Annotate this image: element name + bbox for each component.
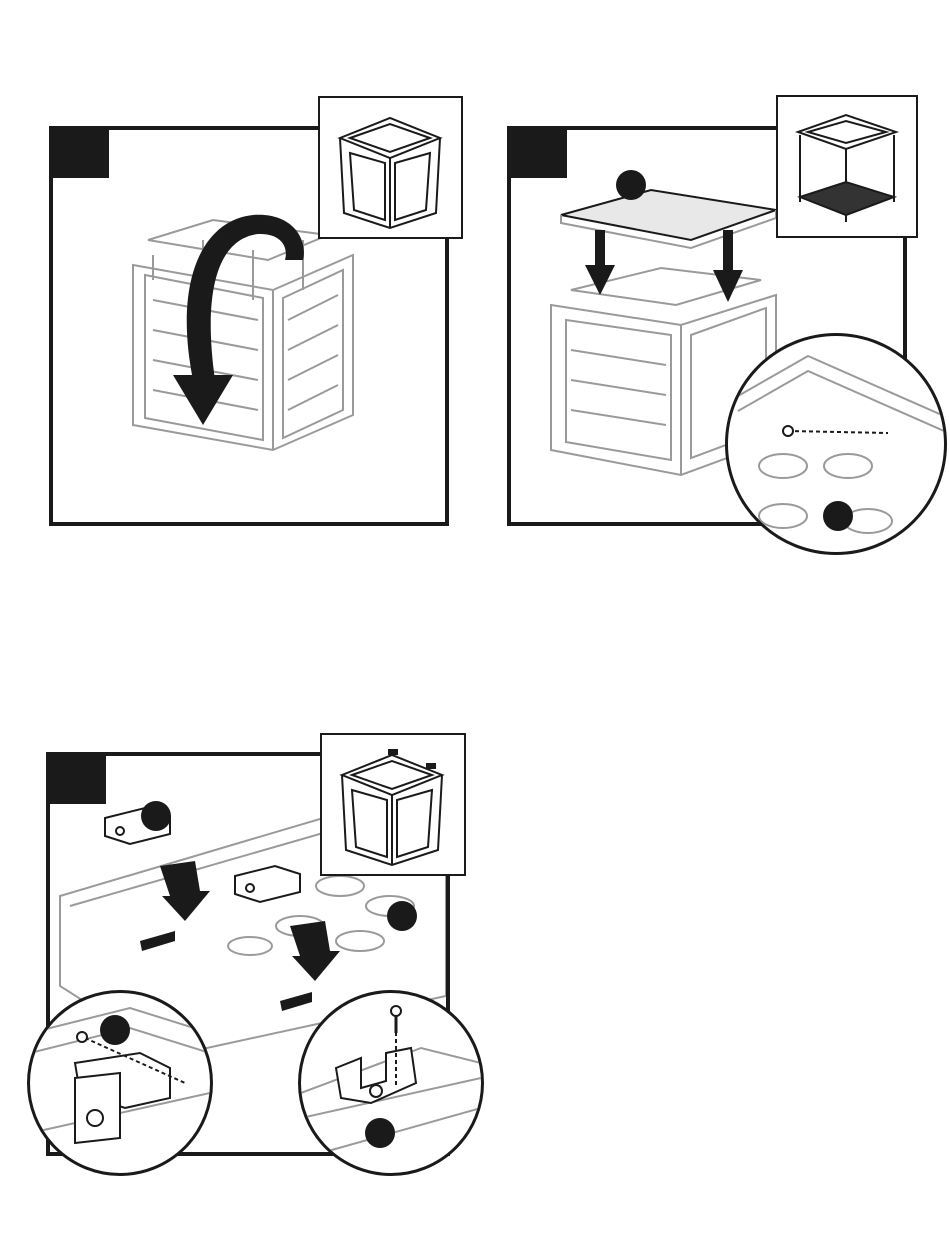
part-callout-badge [387, 901, 417, 931]
screw-detail-zoom-c-left [27, 990, 213, 1176]
planter-box-icon [322, 735, 464, 874]
part-callout-badge [100, 1015, 130, 1045]
screw-detail-zoom-c-right [298, 990, 484, 1176]
hinge-icon [388, 749, 436, 769]
screw-detail-zoom-b [725, 333, 947, 555]
screw-icon [301, 993, 481, 1173]
part-callout-badge [365, 1118, 395, 1148]
part-callout-badge [141, 801, 171, 831]
result-thumbnail-b [776, 95, 918, 238]
planter-box-icon [320, 98, 461, 237]
down-arrow-icon [585, 230, 743, 302]
rotate-arrow-icon [173, 215, 304, 425]
part-callout-badge [616, 170, 646, 200]
lid-icon [778, 97, 916, 236]
result-thumbnail-a [318, 96, 463, 239]
result-thumbnail-c [320, 733, 466, 876]
part-callout-badge [823, 501, 853, 531]
